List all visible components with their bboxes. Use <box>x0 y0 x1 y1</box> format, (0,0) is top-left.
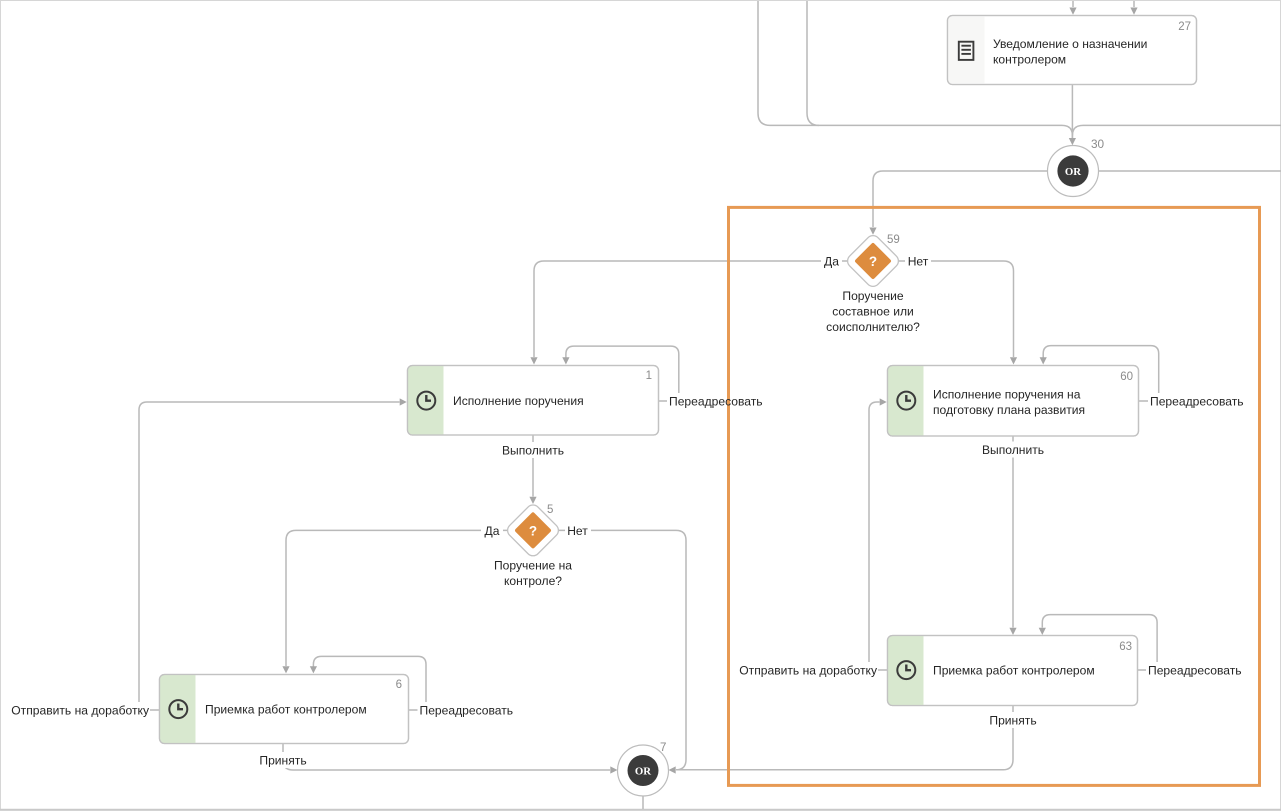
svg-text:подготовку плана развития: подготовку плана развития <box>933 403 1085 417</box>
svg-text:OR: OR <box>1065 166 1081 178</box>
svg-text:Выполнить: Выполнить <box>502 443 564 457</box>
svg-text:Отправить на доработку: Отправить на доработку <box>739 663 878 677</box>
svg-text:Приемка работ контролером: Приемка работ контролером <box>933 664 1095 678</box>
svg-text:?: ? <box>529 524 537 539</box>
svg-text:Нет: Нет <box>908 254 929 268</box>
svg-text:6: 6 <box>396 679 402 691</box>
svg-text:59: 59 <box>887 234 900 246</box>
svg-text:Принять: Принять <box>989 713 1036 727</box>
svg-text:63: 63 <box>1119 641 1132 653</box>
svg-text:OR: OR <box>635 766 651 778</box>
svg-text:Принять: Принять <box>259 753 306 767</box>
svg-text:Приемка работ контролером: Приемка работ контролером <box>205 703 367 717</box>
svg-text:Да: Да <box>824 254 839 268</box>
svg-text:Отправить на доработку: Отправить на доработку <box>11 703 150 717</box>
svg-text:1: 1 <box>646 370 652 382</box>
svg-text:Переадресовать: Переадресовать <box>669 394 763 408</box>
svg-text:Поручение: Поручение <box>842 289 904 303</box>
svg-text:Нет: Нет <box>567 524 588 538</box>
svg-text:Переадресовать: Переадресовать <box>1150 394 1244 408</box>
svg-text:Исполнение поручения на: Исполнение поручения на <box>933 388 1081 402</box>
svg-text:60: 60 <box>1120 371 1133 383</box>
svg-text:Да: Да <box>485 524 500 538</box>
svg-text:Исполнение поручения: Исполнение поручения <box>453 394 584 408</box>
svg-text:Уведомление о назначении: Уведомление о назначении <box>993 37 1147 51</box>
svg-text:7: 7 <box>660 742 666 754</box>
svg-text:контролером: контролером <box>993 53 1066 67</box>
svg-text:27: 27 <box>1178 21 1191 33</box>
svg-text:30: 30 <box>1091 137 1105 151</box>
svg-text:?: ? <box>869 254 877 269</box>
svg-text:Переадресовать: Переадресовать <box>1148 663 1242 677</box>
svg-text:Поручение на: Поручение на <box>494 558 572 572</box>
svg-text:5: 5 <box>547 504 553 516</box>
svg-text:Переадресовать: Переадресовать <box>420 703 514 717</box>
svg-text:составное или: составное или <box>832 304 914 318</box>
svg-text:соисполнителю?: соисполнителю? <box>826 320 920 334</box>
svg-text:Выполнить: Выполнить <box>982 443 1044 457</box>
svg-text:контроле?: контроле? <box>504 574 562 588</box>
